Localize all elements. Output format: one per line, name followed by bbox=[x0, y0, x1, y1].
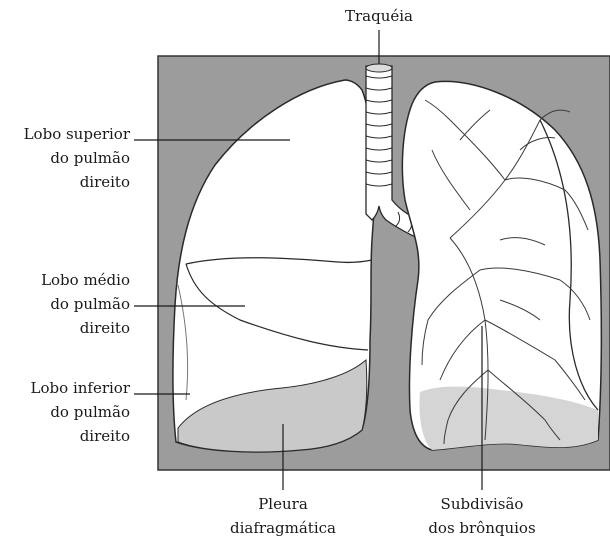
bronchi-label-line2: dos brônquios bbox=[412, 516, 552, 540]
upper-lobe-label-line1: Lobo superior bbox=[0, 122, 130, 146]
trachea-label: Traquéia bbox=[320, 4, 438, 28]
pleura-label-line1: Pleura bbox=[213, 492, 353, 516]
pleura-label-line2: diafragmática bbox=[213, 516, 353, 540]
middle-lobe-label-line1: Lobo médio bbox=[0, 268, 130, 292]
pleura-label: Pleura diafragmática bbox=[213, 492, 353, 540]
bronchi-label-line1: Subdivisão bbox=[412, 492, 552, 516]
bronchi-label: Subdivisão dos brônquios bbox=[412, 492, 552, 540]
lower-lobe-label: Lobo inferior do pulmão direito bbox=[0, 376, 130, 448]
upper-lobe-label-line2: do pulmão bbox=[0, 146, 130, 170]
middle-lobe-label-line2: do pulmão bbox=[0, 292, 130, 316]
trachea-label-text: Traquéia bbox=[320, 4, 438, 28]
lower-lobe-label-line1: Lobo inferior bbox=[0, 376, 130, 400]
upper-lobe-label: Lobo superior do pulmão direito bbox=[0, 122, 130, 194]
upper-lobe-label-line3: direito bbox=[0, 170, 130, 194]
middle-lobe-label: Lobo médio do pulmão direito bbox=[0, 268, 130, 340]
lower-lobe-label-line3: direito bbox=[0, 424, 130, 448]
middle-lobe-label-line3: direito bbox=[0, 316, 130, 340]
lower-lobe-label-line2: do pulmão bbox=[0, 400, 130, 424]
